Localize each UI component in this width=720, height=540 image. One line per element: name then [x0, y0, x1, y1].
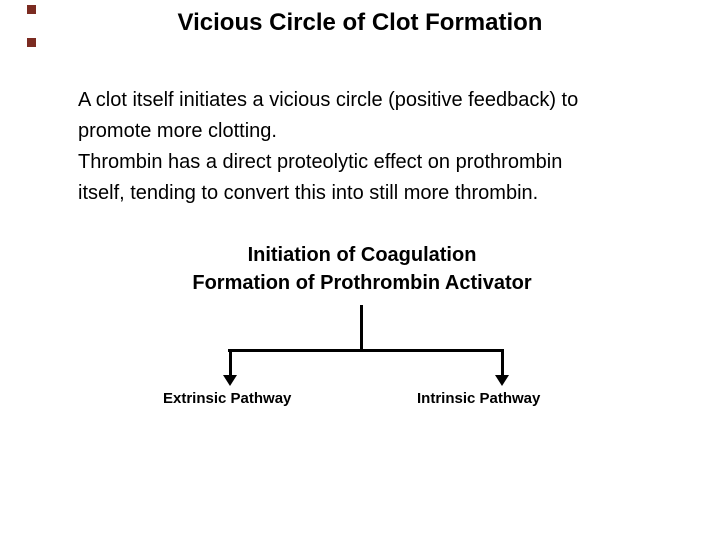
right-arrow-shaft	[501, 349, 504, 376]
connector-horizontal-line	[228, 349, 504, 352]
connector-stem-line	[360, 305, 363, 351]
diagram-heading-line2: Formation of Prothrombin Activator	[192, 272, 532, 294]
template-accent-square-bottom	[27, 38, 36, 47]
slide-title: Vicious Circle of Clot Formation	[177, 9, 543, 36]
intrinsic-pathway-label: Intrinsic Pathway	[417, 390, 541, 407]
extrinsic-pathway-label: Extrinsic Pathway	[163, 390, 292, 407]
diagram-heading-line1: Initiation of Coagulation	[247, 244, 477, 266]
diagram-heading: Initiation of Coagulation Formation of P…	[182, 241, 542, 297]
body-text-block: A clot itself initiates a vicious circle…	[78, 85, 658, 209]
body-line: Thrombin has a direct proteolytic effect…	[78, 151, 563, 173]
left-arrow-head-icon	[223, 375, 237, 386]
template-accent-square-top	[27, 5, 36, 14]
left-arrow-shaft	[229, 349, 232, 376]
body-line: promote more clotting.	[78, 120, 277, 142]
body-line: itself, tending to convert this into sti…	[78, 182, 539, 204]
body-line: A clot itself initiates a vicious circle…	[78, 89, 579, 111]
right-arrow-head-icon	[495, 375, 509, 386]
